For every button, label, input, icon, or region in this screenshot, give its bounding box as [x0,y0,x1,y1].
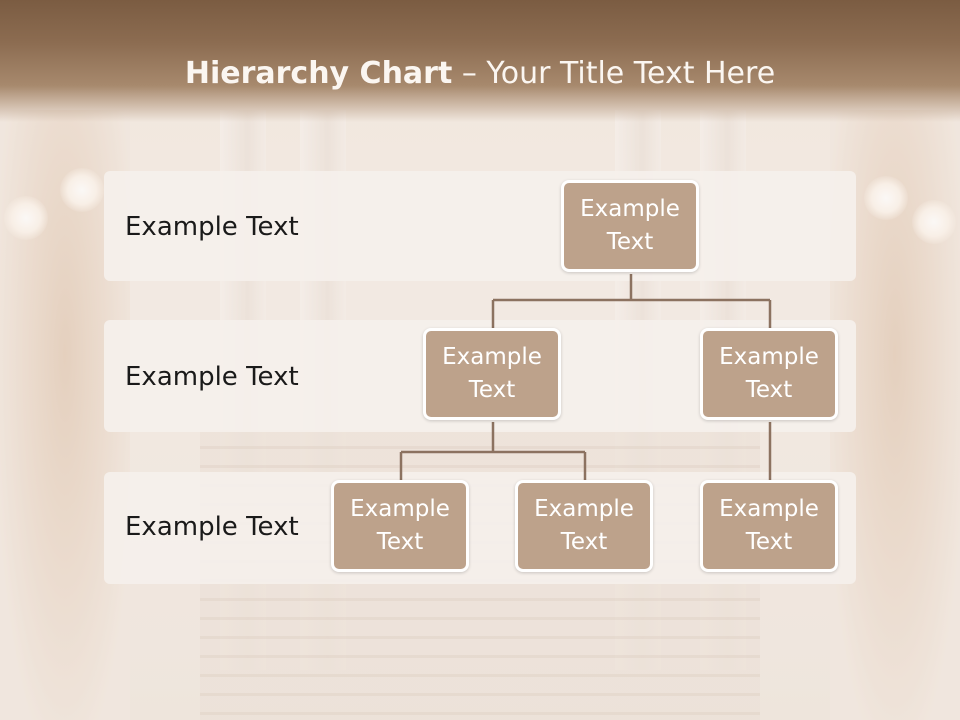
connector-root [491,274,772,330]
lamp [864,176,908,220]
title-bold: Hierarchy Chart [184,56,453,91]
connector-mid-left [399,422,587,482]
node-leaf-1[interactable]: Example Text [331,480,469,572]
title-rest: – Your Title Text Here [452,56,776,91]
level-label-3[interactable]: Example Text [125,512,299,542]
title-banner [0,0,960,122]
lamp [60,168,104,212]
node-leaf-3[interactable]: Example Text [700,480,838,572]
level-label-2[interactable]: Example Text [125,362,299,392]
lamp [912,200,956,244]
level-label-1[interactable]: Example Text [125,212,299,242]
slide-title[interactable]: Hierarchy Chart – Your Title Text Here [0,56,960,91]
level-band-1 [104,171,856,281]
node-mid-left[interactable]: Example Text [423,328,561,420]
node-mid-right[interactable]: Example Text [700,328,838,420]
node-root[interactable]: Example Text [561,180,699,272]
node-leaf-2[interactable]: Example Text [515,480,653,572]
lamp [4,196,48,240]
